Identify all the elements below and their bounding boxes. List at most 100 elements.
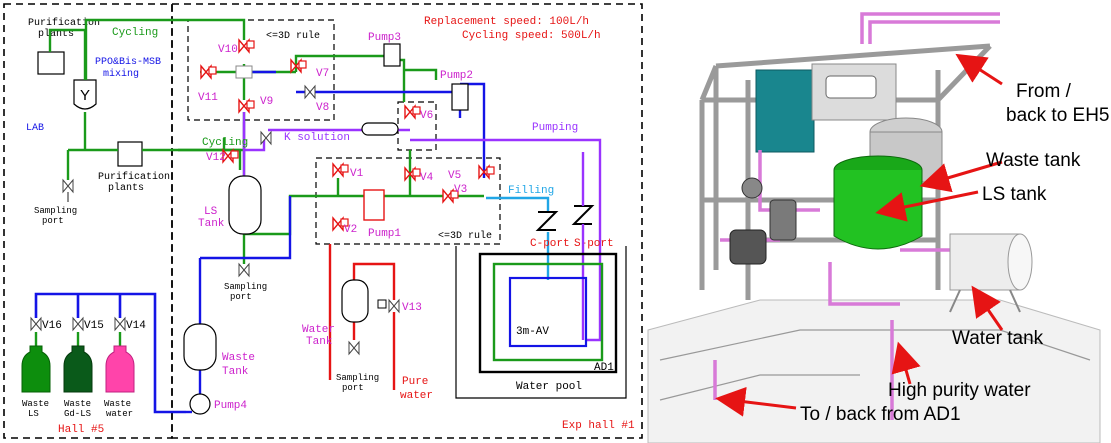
waste-tank [183,323,217,371]
water-tank-render-label: Water tank [952,328,1044,349]
waste-water-bottle [105,345,135,393]
ls-tank-render-label: LS tank [982,184,1047,205]
valve-v15[interactable] [72,317,84,331]
pump2 [451,83,469,111]
from-eh5-label-2: back to EH5 [1006,105,1110,126]
v12-label: V12 [206,152,226,164]
waste-gdls-bottle [63,345,93,393]
v6-box [397,101,437,151]
rule-box-bottom [315,157,501,245]
valve-v4[interactable] [404,167,421,181]
valve-v1[interactable] [332,163,349,177]
valve-side[interactable] [260,131,272,145]
waste-water-label-2: water [106,409,133,419]
sampling-valve-bottom[interactable] [348,341,360,355]
pump1-label: Pump1 [368,228,401,240]
c-port-label: C-port [530,238,570,250]
cycling-mid-label: Cycling [202,137,248,149]
v11-label: V11 [198,92,218,104]
pump3-label: Pump3 [368,32,401,44]
k-solution-vessel [361,122,399,136]
valve-v6[interactable] [404,105,421,119]
v2-label: V2 [344,224,357,236]
s-port-check [571,205,595,225]
waste-tank-label-1: Waste [222,352,255,364]
pump1 [363,189,385,221]
purification-mid-label-2: plants [108,182,144,194]
waste-gdls-label-1: Waste [64,399,91,409]
ad1-label: AD1 [594,362,614,374]
high-purity-water-label: High purity water [888,380,1031,401]
valve-v7[interactable] [290,59,307,73]
pump4 [189,393,211,415]
sampling-valve-mid[interactable] [238,263,250,277]
to-ad1-label: To / back from AD1 [800,404,961,425]
ls-tank-label-2: Tank [198,218,225,230]
v7-label: V7 [316,68,329,80]
water-pool-label: Water pool [516,381,582,393]
valve-v10[interactable] [238,39,255,53]
v13-label: V13 [402,302,422,314]
v16-label: V16 [42,320,62,332]
waste-ls-label-2: LS [28,409,39,419]
render-3d [647,12,1101,443]
pump2-label: Pump2 [440,70,473,82]
valve-v16[interactable] [30,317,42,331]
water-pool [455,246,627,399]
purification-plant-top [37,51,65,75]
v14-label: V14 [126,320,146,332]
mixing-y-symbol: Y [80,87,90,104]
waste-gdls-label-2: Gd-LS [64,409,91,419]
water-tank [341,279,369,323]
sampling-valve-left[interactable] [62,179,74,193]
v3-label: V3 [454,184,467,196]
filling-label: Filling [508,185,554,197]
ad1-frame [478,252,618,374]
detector-3m-av [508,276,588,348]
ls-tank [228,175,262,235]
valve-v13[interactable] [388,299,400,313]
v9-label: V9 [260,96,273,108]
hall5-label: Hall #5 [58,424,104,436]
v8-label: V8 [316,102,329,114]
pumping-label: Pumping [532,122,578,134]
purification-plant-mid [117,141,143,167]
rule-top-label: <=3D rule [266,30,320,42]
v5-label: V5 [448,170,461,182]
sampling-bottom-label-1: Sampling [336,373,379,383]
valve-v5[interactable] [478,165,495,179]
exp-hall-frame [171,3,643,439]
valve-v14[interactable] [114,317,126,331]
purification-top-label-1: Purification [28,17,100,29]
waste-tank-label-2: Tank [222,366,249,378]
waste-water-label-1: Waste [104,399,131,409]
sampling-left-label-2: port [42,216,64,226]
detector-green-vessel [492,262,604,362]
waste-tank-render-label: Waste tank [986,150,1081,171]
cross-junction [235,65,253,79]
v10-label: V10 [218,44,238,56]
pump4-label: Pump4 [214,400,247,412]
ppo-mixing-label-1: PPO&Bis-MSB [95,56,161,68]
sampling-bottom-label-2: port [342,383,364,393]
mixing-vessel [73,79,97,110]
purification-mid-label-1: Purification [98,171,170,183]
sampling-mid-label-2: port [230,292,252,302]
v1-label: V1 [350,168,364,180]
v15-label: V15 [84,320,104,332]
detector-label: 3m-AV [516,326,549,338]
waste-ls-bottle [21,345,51,393]
pure-water-label-2: water [400,390,433,402]
valve-v9[interactable] [238,99,255,113]
sampling-left-label-1: Sampling [34,206,77,216]
v4-label: V4 [420,172,434,184]
lab-label: LAB [26,123,44,134]
c-port-check [535,211,559,231]
valve-v8[interactable] [304,85,316,99]
k-solution-label: K solution [284,132,350,144]
water-tank-label-2: Tank [306,336,333,348]
cycling-top-label: Cycling [112,27,158,39]
s-port-label: S-port [574,238,614,250]
valve-v11[interactable] [200,65,217,79]
